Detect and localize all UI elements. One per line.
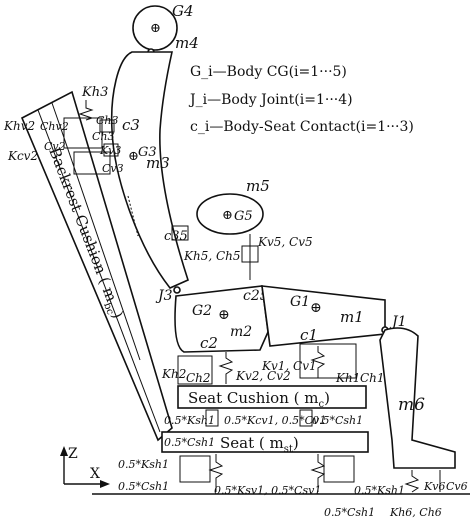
floor-spring-right [310,454,326,492]
backrest [20,90,173,442]
spring-kv5-label: Kv5, Cv5 [257,235,313,249]
spring-kh6-label: Kh6, Ch6 [389,506,442,519]
thigh-cg-marker: ⊕ [310,300,322,316]
floor-spring-box-left [179,455,211,483]
spring-ch3-label: Ch3 [92,130,115,143]
head-cg-label: G4 [172,2,194,20]
contact-c2-label: c2 [200,334,218,352]
x-axis-arrow [100,480,110,488]
z-axis-label: Z [68,446,78,462]
cushion-spring-box-left [177,355,213,385]
mid-spring-box-left [205,409,219,427]
thigh-mass-label: m1 [340,308,364,326]
spring-kh1-label: Kh1 [335,371,360,385]
spring-csh1a-label: 0.5*Csh1 [312,414,363,427]
spring-kv6-label: Kv6 [423,480,445,493]
backrest-damper-upper [99,119,115,133]
pelvis-cg-marker: ⊕ [218,307,230,323]
spring-kv3-label: Kv3 [99,144,121,157]
contact-c1-label: c1 [300,326,318,344]
arm-spring-box-left [171,225,189,241]
cushion-spring-box-right [299,343,357,379]
spring-ch3b-label: Ch3 [96,114,119,127]
spring-csh1c-label: 0.5*Csh1 [118,480,169,493]
spring-kv2-label: Kv2, Cv2 [235,369,291,383]
mid-springs [205,409,313,427]
pelvis-body [174,285,269,353]
backrest-springs [63,100,119,175]
contact-c3-label: c3 [122,116,140,134]
seat-cushion-label: Seat Cushion ( mc) [188,389,330,410]
mid-spring-box-right [299,409,313,427]
coordinate-axes [60,446,110,488]
spring-cv3-label: Cv3 [102,162,124,175]
hip-joint [173,286,181,294]
seat-cushion-plate [177,385,367,409]
pelvis-cg-label: G2 [192,303,212,319]
arm-springs [171,225,259,280]
torso-cg-label: G3 [138,145,157,160]
legend-contact-line: c_i—Body-Seat Contact(i=1···3) [190,119,414,135]
arm-body [196,193,264,235]
spring-ch1-label: Ch1 [360,371,385,385]
spring-cv2-label: Cv2 [44,140,66,153]
arm-mass-label: m5 [246,177,270,195]
floor-springs [179,454,441,493]
spring-kcv1-label: 0.5*Kcv1, 0.5*Cv1 [224,414,326,427]
thigh-cg-label: G1 [290,294,310,310]
spring-csh1b-label: 0.5*Csh1 [164,436,215,449]
backrest-spring-kh3 [78,100,94,121]
floor-spring-left [208,454,224,492]
legend-cg-line: G_i—Body CG(i=1···5) [190,64,347,80]
knee-joint-label: J1 [389,314,407,330]
z-axis-arrow [60,446,68,456]
spring-ksv1-label: 0.5*Ksv1, 0.5*Csv1 [214,484,321,497]
spring-kh3-label: Kh3 [81,85,108,100]
torso-contact-line [127,195,139,237]
head-body [132,5,178,51]
thigh-body [261,285,386,347]
torso-body [110,51,189,289]
spring-ksh1c-label: 0.5*Ksh1 [354,484,405,497]
spring-kcv2-label: Kcv2 [7,149,38,163]
spring-ksh1a-label: 0.5*Ksh1 [164,414,215,427]
spring-kh5-label: Kh5, Ch5 [183,249,241,263]
pelvis-mass-label: m2 [230,324,252,340]
floor-spring-box-right [323,455,355,483]
head-mass-label: m4 [175,34,199,52]
hip-joint-label: J3 [155,288,173,304]
seat-plate [161,431,369,453]
spring-kv1-label: Kv1, Cv1 [261,359,317,373]
foot-spring [404,470,420,493]
spring-cv6-label: Cv6 [446,480,468,493]
backrest-damper-lower [103,143,119,157]
shank-mass-label: m6 [398,395,425,415]
legend-joint-line: J_i—Body Joint(i=1···4) [188,92,353,108]
backrest-inner-edge [37,109,161,433]
arm-cg-label: G5 [234,209,253,224]
contact-c35-label: c35 [164,229,188,244]
seat-cushion-springs [177,343,357,385]
backrest-spring-box-upper [63,117,103,149]
head-cg-marker: ⊕ [150,21,161,36]
torso-cg-marker: ⊕ [128,149,139,164]
cushion-spring-kv1 [310,346,326,378]
x-axis-label: X [90,466,100,482]
spring-khv2-label: Khv2 [3,119,35,133]
spring-kh2-label: Kh2 [161,367,186,381]
seat-label: Seat ( mst) [220,434,299,455]
spring-ksh1b-label: 0.5*Ksh1 [118,458,169,471]
spring-chv2-label: Chv2 [40,120,69,133]
arm-cg-marker: ⊕ [222,208,233,223]
spring-ch2-label: Ch2 [186,371,211,385]
spring-csh1d-label: 0.5*Csh1 [324,506,375,519]
torso-mass-label: m3 [146,154,170,172]
backrest-spring-box-lower [73,151,111,175]
shank-foot-body [379,327,456,469]
cushion-spring-kv2 [218,352,234,384]
backrest-cushion-edge [51,102,141,361]
legend: G_i—Body CG(i=1···5) J_i—Body Joint(i=1·… [188,64,414,135]
